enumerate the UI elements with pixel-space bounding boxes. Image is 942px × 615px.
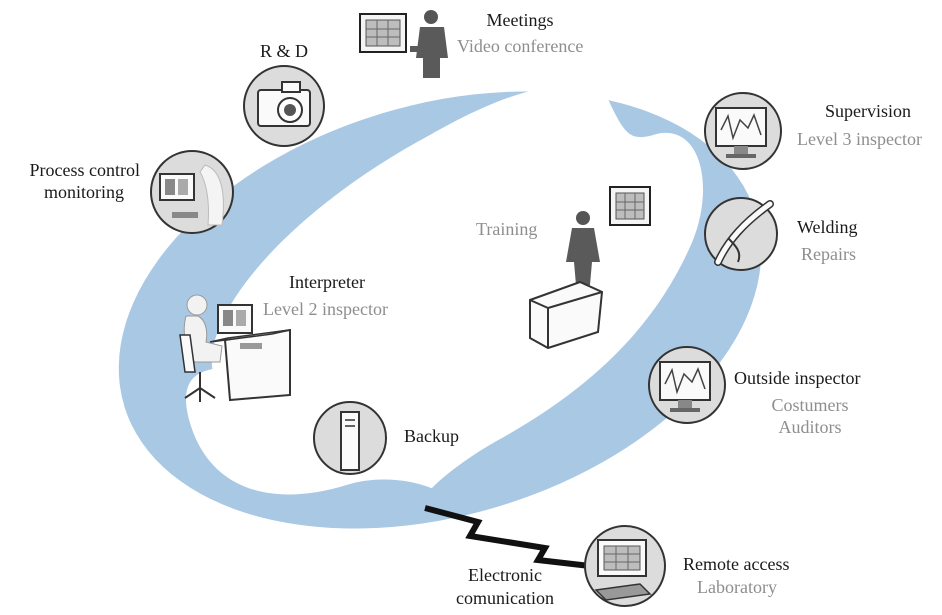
supervision-title: Supervision (824, 101, 911, 121)
process-title-line2: monitoring (44, 182, 124, 202)
monitor-operator-icon (150, 150, 234, 234)
supervision-subtitle: Level 3 inspector (797, 129, 922, 149)
welding-subtitle: Repairs (801, 244, 856, 264)
meetings-subtitle: Video conference (457, 36, 584, 56)
monitor-chart-icon (648, 346, 726, 424)
workstation-desk-icon (179, 294, 291, 402)
interpreter-title: Interpreter (289, 272, 365, 292)
electronic-communication-line1: Electronic (468, 565, 542, 585)
training-label: Training (476, 219, 538, 239)
meetings-title: Meetings (486, 10, 554, 30)
monitor-chart-icon (704, 92, 782, 170)
outside-inspector-title: Outside inspector (734, 368, 861, 388)
server-tower-icon (313, 401, 387, 475)
welding-torch-icon (704, 197, 778, 271)
network-ring (118, 91, 762, 529)
camera-icon (243, 65, 325, 147)
rnd-title: R & D (259, 41, 308, 61)
outside-inspector-subtitle-line2: Auditors (778, 417, 842, 437)
process-title-line1: Process control (29, 160, 140, 180)
electronic-communication-line2: comunication (456, 588, 554, 608)
monitor-keyboard-icon (584, 525, 666, 607)
interpreter-subtitle: Level 2 inspector (263, 299, 388, 319)
backup-title: Backup (404, 426, 459, 446)
presenter-screen-icon (359, 10, 448, 78)
trainer-podium-icon (529, 186, 651, 350)
welding-title: Welding (797, 217, 858, 237)
remote-access-title: Remote access (683, 554, 790, 574)
lightning-link-icon (424, 505, 591, 569)
remote-access-subtitle: Laboratory (697, 577, 777, 597)
outside-inspector-subtitle-line1: Costumers (771, 395, 849, 415)
